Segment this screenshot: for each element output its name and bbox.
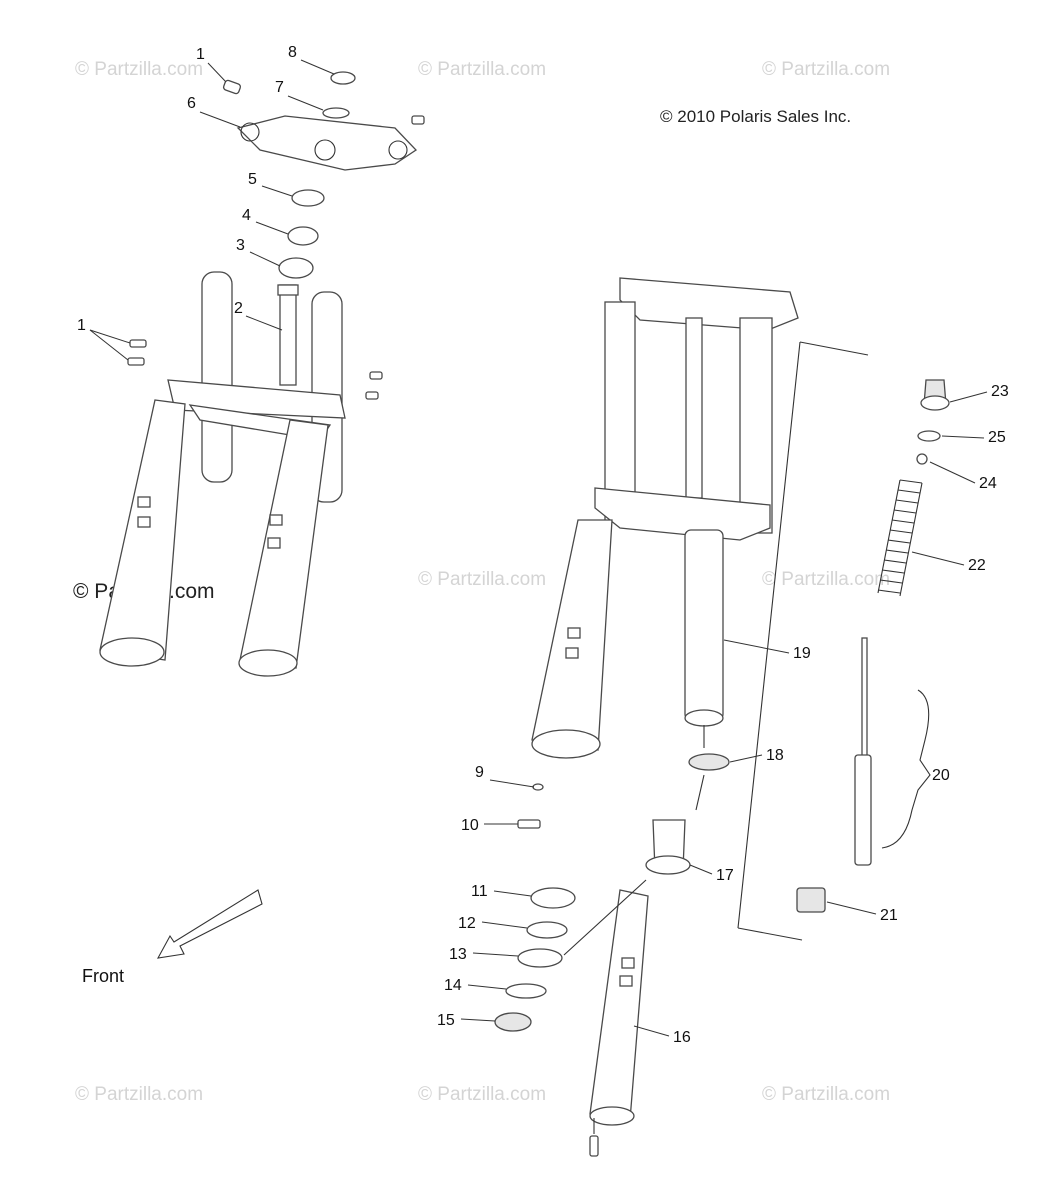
callout-16: 16 [673,1029,691,1046]
callout-3: 3 [236,237,245,254]
callout-10: 10 [461,817,479,834]
bolt [365,391,379,400]
callout-23: 23 [991,383,1009,400]
callout-18: 18 [766,747,784,764]
watermark: © Partzilla.com [418,569,546,590]
washer [322,107,350,119]
seal-ring [530,887,576,909]
bolt [369,371,383,380]
snap-ring [505,983,547,999]
callout-12: 12 [458,915,476,932]
callout-19: 19 [793,645,811,662]
callout-8: 8 [288,44,297,61]
bracket [881,689,931,849]
callout-22: 22 [968,557,986,574]
inner-fork-tube [684,529,724,721]
front-direction-arrow [156,889,263,959]
callout-15: 15 [437,1012,455,1029]
bushing [688,753,730,771]
fork-lower-leg [239,419,329,669]
callout-4: 4 [242,207,251,224]
callout-13: 13 [449,946,467,963]
steering-stem [685,317,703,499]
copyright-notice: © 2010 Polaris Sales Inc. [660,107,851,126]
callout-7: 7 [275,79,284,96]
fork-lower-leg [99,399,186,661]
callout-21: 21 [880,907,898,924]
callout-11: 11 [471,883,488,900]
callout-1: 1 [77,317,86,334]
bolt [129,339,147,348]
left-fork-assembly [99,71,425,677]
bushing [494,1012,532,1032]
steering-stem [279,284,297,386]
bearing-race [278,257,314,279]
front-label: Front [82,966,124,986]
watermark: © Partzilla.com [762,59,890,80]
washer [526,921,568,939]
watermark: © Partzilla.com [75,1084,203,1105]
callout-24: 24 [979,475,997,492]
watermark: © Partzilla.com [75,59,203,80]
fork-tube [201,271,233,483]
bolt [127,357,145,366]
watermark: © Partzilla.com [418,59,546,80]
right-fork-assembly [494,277,950,1157]
callout-1: 1 [196,46,205,63]
bushing [796,887,826,913]
fork-spring [877,479,923,597]
fork-tube [739,317,773,534]
bolt [589,1135,599,1157]
fork-lower-leg [589,889,649,1121]
callout-14: 14 [444,977,462,994]
washer [532,783,544,791]
washer [517,948,563,968]
callout-25: 25 [988,429,1006,446]
callout-2: 2 [234,300,243,317]
bolt [411,115,425,125]
washer [917,430,941,442]
seal [291,189,325,207]
bolt [517,819,541,829]
callout-20: 20 [932,767,950,784]
nut [916,453,928,465]
bearing [287,226,319,246]
callout-17: 17 [716,867,734,884]
upper-triple-clamp [236,115,418,171]
callout-9: 9 [475,764,484,781]
watermark: © Partzilla.com [762,569,890,590]
callout-6: 6 [187,95,196,112]
lower-triple-clamp [594,487,771,541]
callout-5: 5 [248,171,257,188]
nut [330,71,356,85]
damper-rod-lower [854,754,872,866]
watermark: © Partzilla.com [762,1084,890,1105]
watermark: © Partzilla.com [418,1084,546,1105]
bolt [222,79,242,95]
